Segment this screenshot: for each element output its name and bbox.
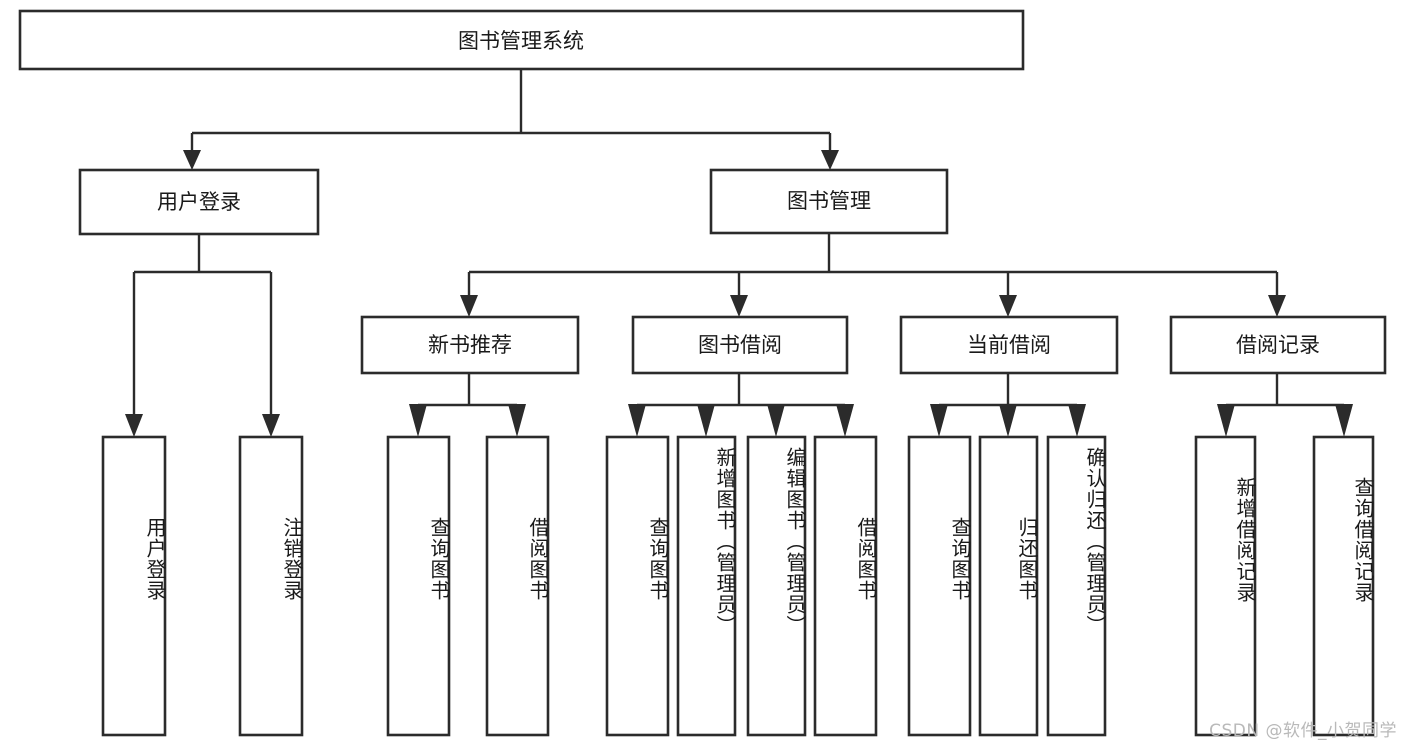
- arrow-head-book-borrow: [730, 295, 748, 317]
- arrow-head-leaf-query-book-1: [409, 404, 427, 437]
- arrow-head-book-manage: [821, 150, 839, 170]
- leaf-box-query-record[interactable]: [1312, 435, 1375, 737]
- leaf-box-confirm-return[interactable]: [1046, 435, 1107, 737]
- node-current-borrow-label: 当前借阅: [967, 333, 1051, 357]
- arrow-head-leaf-add-record: [1217, 404, 1235, 437]
- node-book-borrow[interactable]: 图书借阅: [631, 315, 849, 375]
- arrow-head-leaf-user-login: [125, 414, 143, 437]
- arrow-head-borrow-record: [1268, 295, 1286, 317]
- arrow-head-leaf-logout-login: [262, 414, 280, 437]
- arrow-head-leaf-query-record: [1335, 404, 1353, 437]
- node-current-borrow-box[interactable]: [899, 315, 1119, 375]
- leaf-box-logout-login[interactable]: [238, 435, 304, 737]
- connector-group: [125, 69, 1353, 437]
- node-borrow-record[interactable]: 借阅记录: [1169, 315, 1387, 375]
- csdn-watermark: CSDN @软件_小贺同学: [1209, 721, 1397, 741]
- leaf-box-query-book-3[interactable]: [907, 435, 972, 737]
- arrow-head-leaf-query-book-2: [628, 404, 646, 437]
- arrow-head-user-login: [183, 150, 201, 170]
- arrow-head-leaf-query-book-3: [930, 404, 948, 437]
- node-book-manage-box[interactable]: [709, 168, 949, 235]
- node-book-borrow-label: 图书借阅: [698, 333, 782, 357]
- node-book-manage[interactable]: 图书管理: [709, 168, 949, 235]
- arrow-head-new-book-rec: [460, 295, 478, 317]
- arrow-head-current-borrow: [999, 295, 1017, 317]
- node-root-label: 图书管理系统: [458, 29, 584, 53]
- node-new-book-rec-box[interactable]: [360, 315, 580, 375]
- node-user-login-box[interactable]: [78, 168, 320, 236]
- leaf-box-return-book[interactable]: [978, 435, 1039, 737]
- leaf-box-borrow-book-2[interactable]: [813, 435, 878, 737]
- arrow-head-leaf-borrow-book-1: [508, 404, 526, 437]
- leaf-box-edit-book[interactable]: [746, 435, 807, 737]
- leaf-box-add-record[interactable]: [1194, 435, 1257, 737]
- node-new-book-rec[interactable]: 新书推荐: [360, 315, 580, 375]
- leaf-box-add-book[interactable]: [676, 435, 737, 737]
- arrow-head-leaf-borrow-book-2: [836, 404, 854, 437]
- node-current-borrow[interactable]: 当前借阅: [899, 315, 1119, 375]
- node-user-login[interactable]: 用户登录: [78, 168, 320, 236]
- node-user-login-label: 用户登录: [157, 190, 241, 214]
- leaf-box-query-book-1[interactable]: [386, 435, 451, 737]
- leaf-box-user-login[interactable]: [101, 435, 167, 737]
- leaf-box-borrow-book-1[interactable]: [485, 435, 550, 737]
- node-new-book-rec-label: 新书推荐: [428, 333, 512, 357]
- node-borrow-record-label: 借阅记录: [1236, 333, 1320, 357]
- node-book-borrow-box[interactable]: [631, 315, 849, 375]
- node-root[interactable]: 图书管理系统: [18, 9, 1025, 71]
- node-book-manage-label: 图书管理: [787, 189, 871, 213]
- node-borrow-record-box[interactable]: [1169, 315, 1387, 375]
- leaf-box-query-book-2[interactable]: [605, 435, 670, 737]
- arrow-head-leaf-edit-book: [767, 404, 785, 437]
- arrow-head-leaf-add-book: [697, 404, 715, 437]
- arrow-head-leaf-confirm-return: [1068, 404, 1086, 437]
- node-root-box[interactable]: [18, 9, 1025, 71]
- arrow-head-leaf-return-book: [999, 404, 1017, 437]
